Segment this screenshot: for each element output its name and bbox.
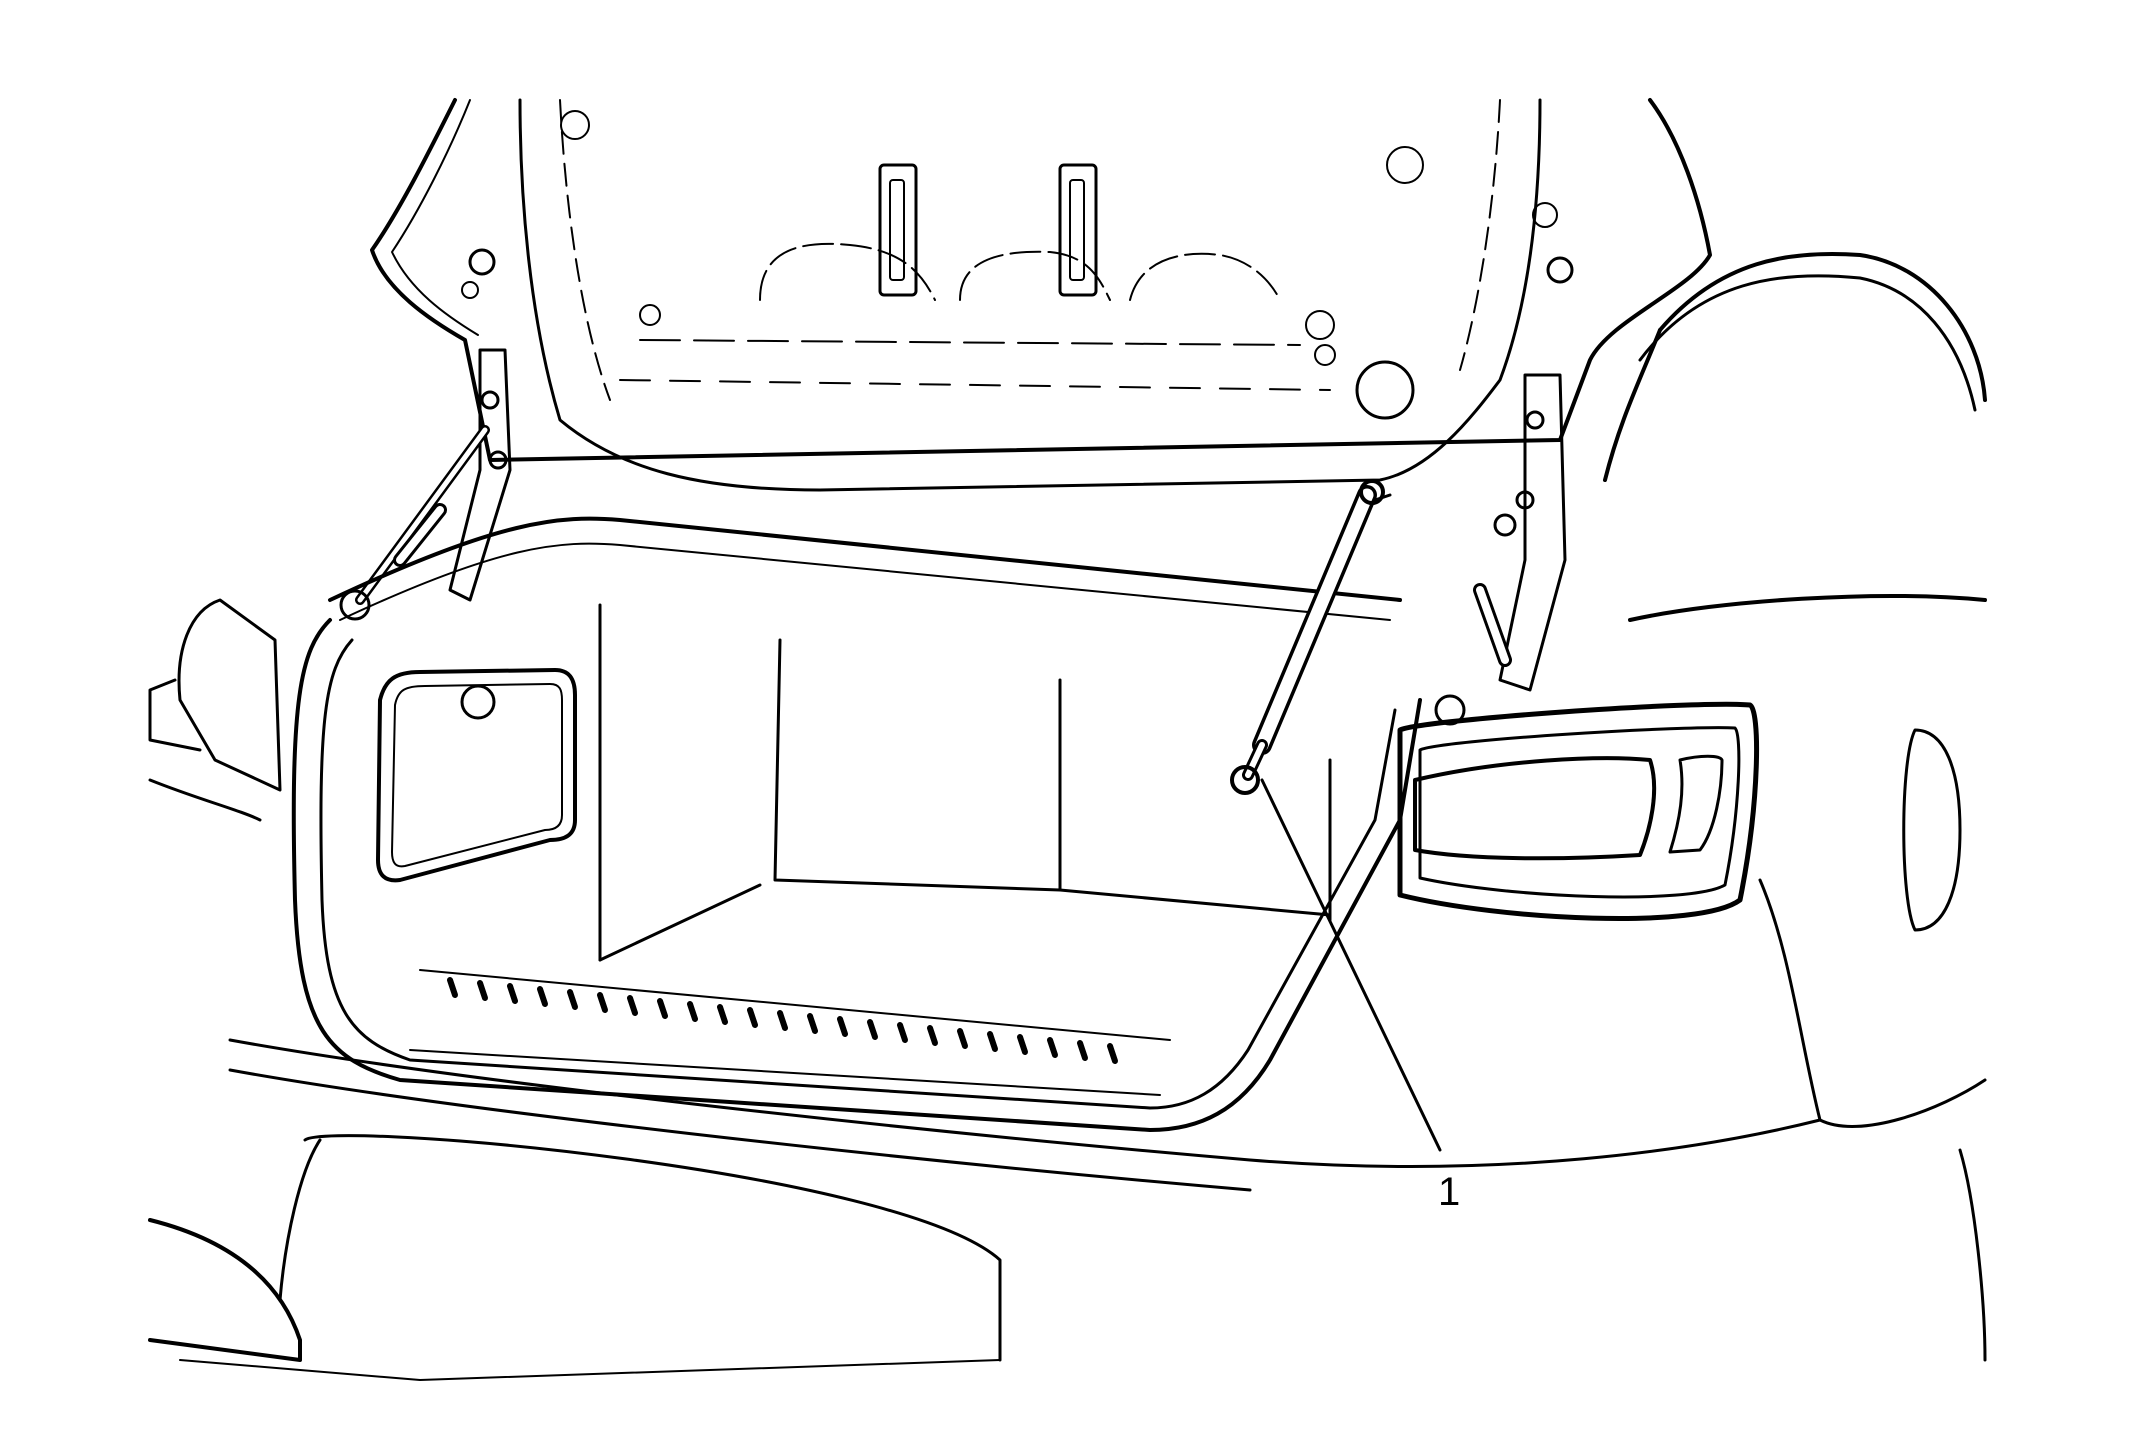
trunk-compartment (291, 516, 1422, 1132)
left-hinge-strut (339, 348, 512, 621)
callout-label-1: 1 (1438, 1170, 1460, 1214)
rear-body (148, 598, 1822, 1381)
right-hinge (1434, 373, 1567, 726)
trunk-lid-strut (1230, 479, 1442, 1152)
trunk-lid (370, 98, 1712, 492)
right-quarter-panel (1397, 251, 1987, 1362)
